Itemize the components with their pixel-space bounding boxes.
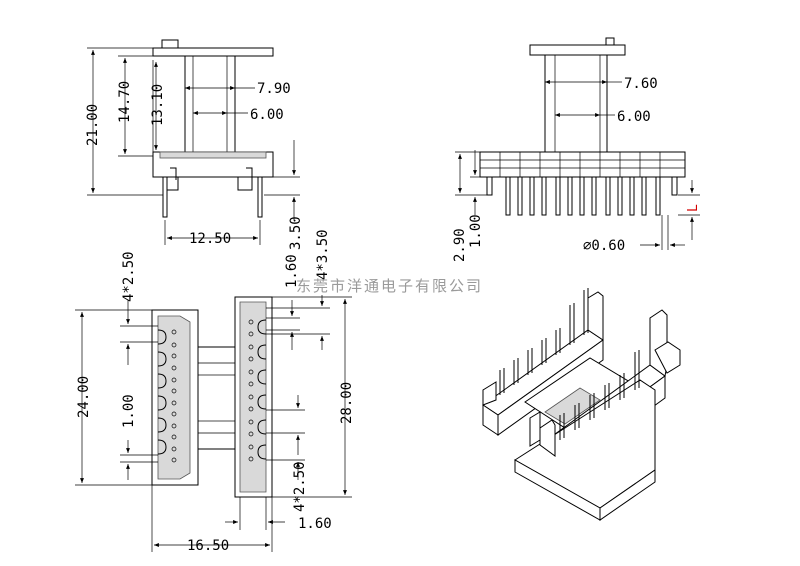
iso-back-pins [499,288,589,395]
dim-front-bottom-width: 12.50 [189,231,231,247]
dim-plan-flange-width: 1.60 [298,516,332,532]
side-pins [486,176,678,216]
dim-plan-slot-width: 1.00 [121,394,137,428]
dim-side-base-height: 2.90 [452,228,468,262]
plan-right-slots [248,319,267,462]
front-core-window [184,55,236,153]
side-base [479,151,686,178]
watermark-text: 东莞市洋通电子有限公司 [296,277,483,295]
dim-front-height: 21.00 [85,104,101,146]
side-core-window [544,54,608,153]
dim-side-pin-diameter: ⌀0.60 [583,238,625,254]
dim-front-width-inner: 6.00 [250,107,284,123]
front-top-flange [152,47,274,57]
front-pin-left [162,176,168,218]
dim-plan-right-height: 28.00 [339,382,355,424]
front-bottom-shadow [159,151,267,159]
dim-front-pin-length: 3.50 [288,216,304,250]
dim-front-inner-height: 14.70 [117,81,133,123]
plan-core [197,346,236,450]
dim-side-width-inner: 6.00 [617,109,651,125]
side-view: 7.60 6.00 2.90 1.00 ⌀0.60 L [452,37,701,262]
side-slots [499,152,661,177]
dim-plan-pitch-left: 4*2.50 [121,251,137,302]
plan-view: 24.00 4*2.50 1.00 1.60 4*3.50 28.00 [75,229,355,554]
side-top-tab [605,37,615,46]
dim-side-pin-step: 1.00 [468,214,484,248]
front-view: 21.00 14.70 13.10 7.90 6.00 12.50 3.50 [85,39,304,250]
side-top-flange [529,44,626,56]
dim-plan-pitch-right: 4*3.50 [315,229,331,280]
front-top-tab [161,39,179,49]
iso-front-pins [559,350,640,440]
dim-front-width-outer: 7.90 [257,81,291,97]
isometric-view [482,288,681,521]
dim-side-pin-tag: L [686,204,701,212]
dim-front-window-height: 13.10 [150,84,166,126]
dim-plan-total-width: 16.50 [187,538,229,554]
dim-plan-left-height: 24.00 [76,376,92,418]
dim-side-width-outer: 7.60 [624,76,658,92]
dim-plan-pitch-bottom: 4*2.50 [292,461,308,512]
plan-left-slots [157,329,177,463]
front-pin-right [257,176,263,218]
dim-plan-slot-left: 1.60 [284,254,300,288]
